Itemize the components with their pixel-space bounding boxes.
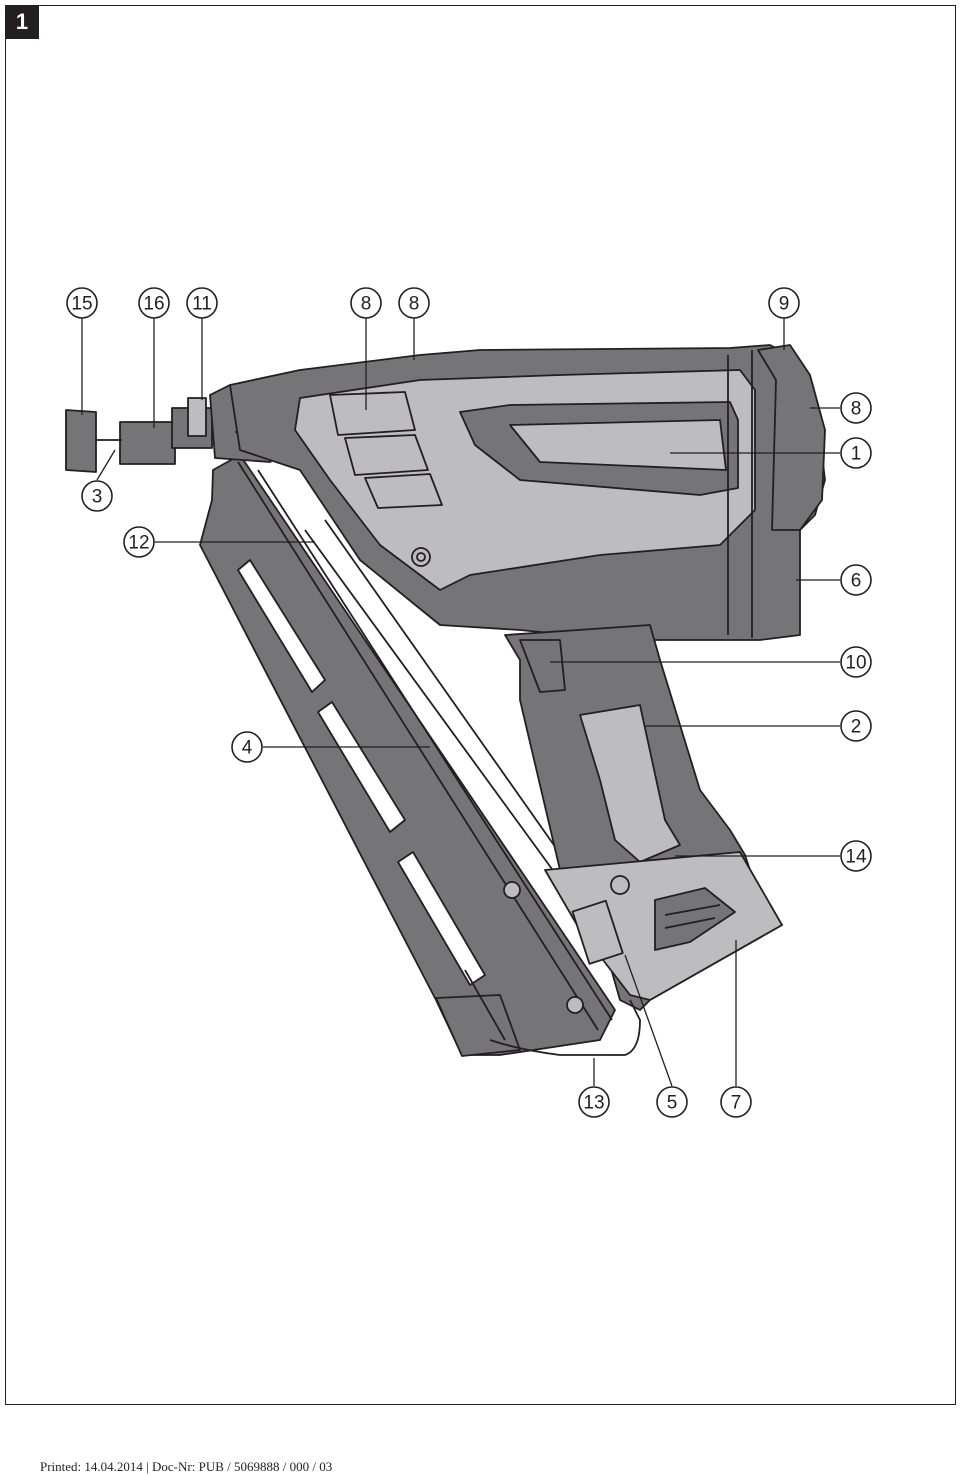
- callout-7: 7: [720, 1086, 752, 1118]
- callout-11: 11: [186, 287, 218, 319]
- callout-8-top-left: 8: [350, 287, 382, 319]
- svg-text:6: 6: [851, 571, 862, 592]
- callout-15: 15: [66, 287, 98, 319]
- svg-text:10: 10: [845, 653, 866, 674]
- housing: [229, 344, 826, 641]
- svg-text:5: 5: [667, 1093, 678, 1114]
- svg-text:7: 7: [731, 1093, 742, 1114]
- svg-text:8: 8: [851, 399, 862, 420]
- callout-16: 16: [138, 287, 170, 319]
- callout-8-right: 8: [840, 392, 872, 424]
- magazine: [199, 454, 616, 1057]
- callout-13: 13: [578, 1086, 610, 1118]
- callout-3: 3: [81, 480, 113, 512]
- svg-text:3: 3: [92, 487, 103, 508]
- leader-lines: [81, 318, 840, 1087]
- callout-5: 5: [656, 1086, 688, 1118]
- svg-text:15: 15: [71, 294, 92, 315]
- svg-text:4: 4: [242, 738, 253, 759]
- svg-text:14: 14: [845, 847, 867, 868]
- callout-1: 1: [840, 437, 872, 469]
- figure-number-tab: 1: [5, 5, 39, 39]
- printed-footer: Printed: 14.04.2014 | Doc-Nr: PUB / 5069…: [40, 1459, 333, 1474]
- callout-14: 14: [840, 840, 872, 872]
- callout-6: 6: [840, 564, 872, 596]
- svg-text:12: 12: [128, 533, 149, 554]
- svg-text:2: 2: [851, 717, 862, 738]
- callout-10: 10: [840, 646, 872, 678]
- callout-8-top-right: 8: [398, 287, 430, 319]
- svg-text:8: 8: [409, 294, 420, 315]
- svg-text:8: 8: [361, 294, 372, 315]
- callout-9: 9: [768, 287, 800, 319]
- callout-4: 4: [231, 731, 263, 763]
- svg-text:9: 9: [779, 294, 790, 315]
- svg-text:16: 16: [143, 294, 164, 315]
- grip-handle: [464, 624, 783, 1056]
- callout-2: 2: [840, 710, 872, 742]
- svg-text:1: 1: [851, 444, 862, 465]
- svg-text:11: 11: [192, 294, 212, 315]
- page-frame: [5, 5, 956, 1405]
- callout-12: 12: [123, 526, 155, 558]
- svg-text:13: 13: [583, 1093, 604, 1114]
